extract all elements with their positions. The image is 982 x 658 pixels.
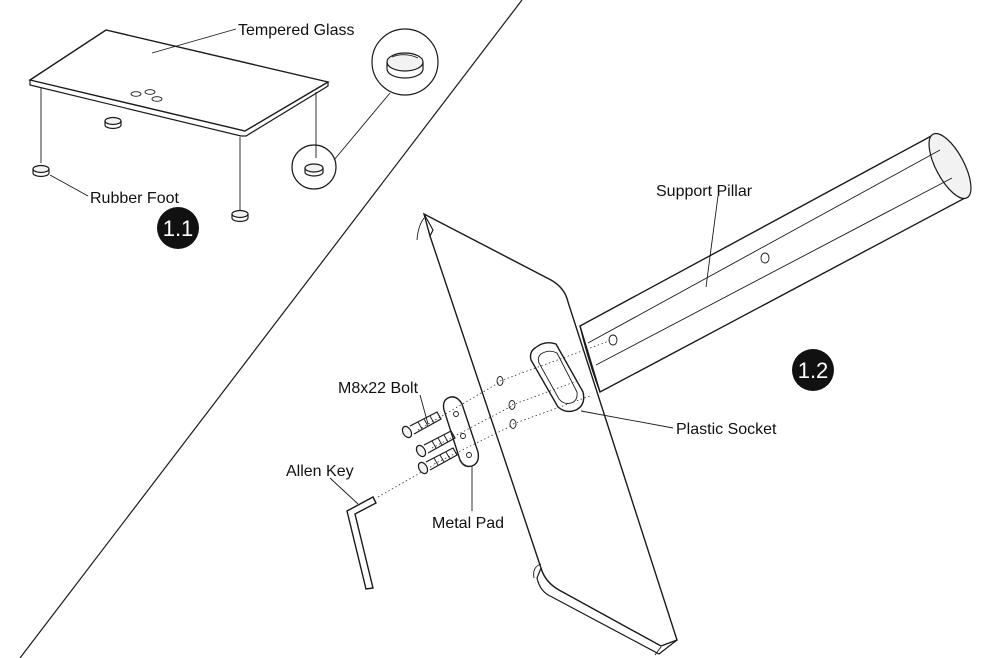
plastic-socket <box>529 341 585 413</box>
bolt-1 <box>401 411 442 439</box>
feet-guide-lines <box>40 88 317 210</box>
rubber-foot-left <box>32 164 50 178</box>
allen-key-label: Allen Key <box>286 463 354 480</box>
rubber-foot-back <box>104 116 122 130</box>
metal-pad-label: Metal Pad <box>432 515 504 532</box>
tempered-glass-leader <box>151 28 237 54</box>
pillar-guide-lines <box>499 339 613 425</box>
bolt-guide-lines <box>377 381 514 498</box>
tempered-glass <box>28 29 330 137</box>
plastic-socket-leader <box>580 410 674 429</box>
base-plate <box>416 212 678 656</box>
step-number-1-1: 1.1 <box>163 216 194 241</box>
step-number-1-2: 1.2 <box>798 358 829 383</box>
rubber-foot-front <box>231 209 249 223</box>
divider-line <box>19 0 523 658</box>
support-pillar-leader <box>705 195 719 288</box>
bolt-leader <box>419 394 429 425</box>
bolt-3 <box>417 447 458 475</box>
m8x22-bolt-label: M8x22 Bolt <box>338 380 419 397</box>
step-badge-1-1: 1.1 <box>157 207 199 249</box>
step-badge-1-2: 1.2 <box>792 349 834 391</box>
plastic-socket-label: Plastic Socket <box>676 421 777 438</box>
rubber-foot-leader <box>49 174 89 197</box>
support-pillar <box>579 132 972 394</box>
bolt-2 <box>415 430 456 458</box>
rubber-foot-label: Rubber Foot <box>90 190 179 207</box>
rubber-foot-detail-large <box>371 28 439 96</box>
plate-holes <box>496 376 517 429</box>
detail-connector <box>333 92 391 161</box>
allen-key-leader <box>329 477 359 505</box>
allen-key <box>346 496 377 590</box>
tempered-glass-label: Tempered Glass <box>238 22 355 39</box>
rubber-foot-detail-small <box>291 144 337 190</box>
support-pillar-label: Support Pillar <box>656 183 753 200</box>
